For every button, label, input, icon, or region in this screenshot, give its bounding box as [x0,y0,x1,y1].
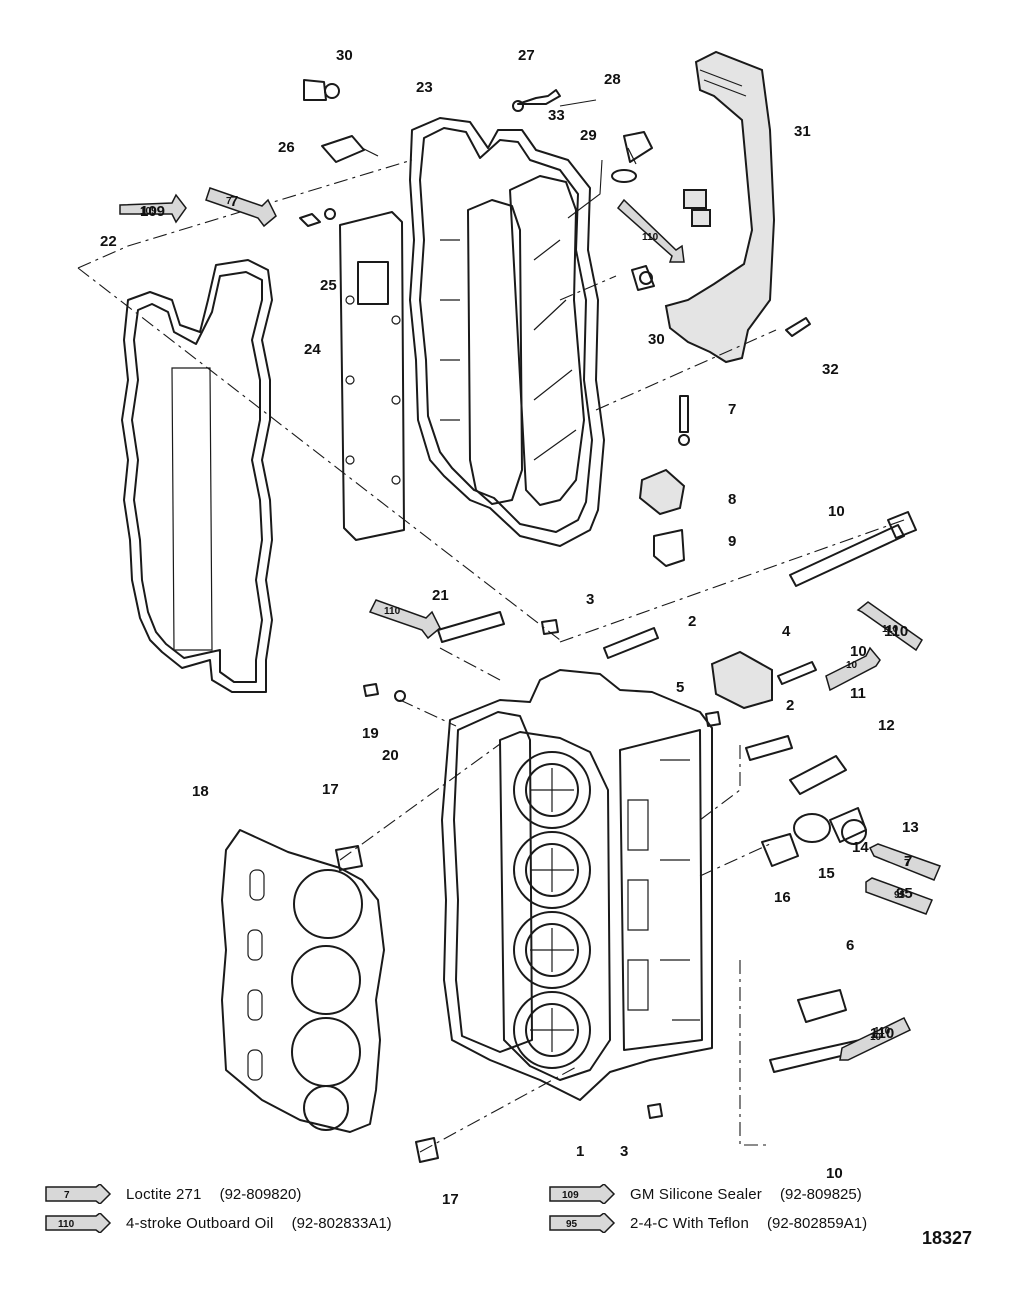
callout-label: 7 [728,401,736,418]
assembly-lines [77,99,905,1153]
callout-label: 17 [442,1191,459,1208]
callout-label: 9 [728,533,736,550]
tube-label: 110 [882,624,899,635]
legend-code: 7 [64,1190,70,1201]
callout-label: 6 [846,937,854,954]
sealant-tube: 109 [119,193,187,224]
callout-label: 29 [580,127,597,144]
callout-label: 14 [852,839,869,856]
diagram-id: 18327 [922,1228,973,1248]
components-right [335,511,917,1163]
sensor-assembly [638,395,690,567]
legend-row: 7 Loctite 271 (92-809820) [44,1184,301,1204]
tube-label: 110 [874,1026,891,1037]
callout-label: 23 [416,79,433,96]
callout-label: 30 [336,47,353,64]
tube-label: 10 [870,1032,882,1043]
callout-label: 30 [648,331,665,348]
legend-name: Loctite 271 [126,1185,202,1203]
legend-row: 109 GM Silicone Sealer (92-809825) [548,1184,862,1204]
sealant-tube: 95 [865,877,934,915]
callout-label: 31 [794,123,811,140]
bracket [664,50,776,364]
callout-label: 10 [826,1165,843,1182]
legend-name: GM Silicone Sealer [630,1185,762,1203]
sealant-tube-icon: 109 [549,1184,616,1204]
sealant-tube: 10 [839,1017,912,1061]
callout-label: 12 [878,717,895,734]
callout-label: 22 [100,233,117,250]
sealant-tube: 110 [368,599,441,640]
callout-label: 11 [850,685,866,702]
callout-label: 109 [140,203,165,220]
callout-label: 7 [904,853,912,870]
legend-part-number: (92-809820) [219,1185,302,1203]
sealant-tube: 110 [856,601,924,652]
callout-label: 5 [676,679,684,696]
callout-label: 7 [230,193,238,210]
callout-label: 8 [728,491,736,508]
sealant-tube: 10 [825,646,881,692]
legend-code: 110 [58,1219,75,1230]
callout-label: 10 [828,503,845,520]
legend-name: 2-4-C With Teflon [630,1214,749,1232]
legend-name: 4-stroke Outboard Oil [126,1214,274,1232]
callout-label: 2 [688,613,696,630]
tube-label: 10 [846,660,858,671]
callout-label: 1 [576,1143,584,1160]
tube-label: 7 [226,196,232,207]
sealant-tube-icon: 110 [45,1213,112,1233]
tube-label: 110 [384,606,401,617]
callout-label: 10 [850,643,867,660]
callout-label: 24 [304,341,321,358]
callout-label: 110 [884,623,908,640]
callout-label: 33 [548,107,565,124]
sealant-tube-icon: 7 [45,1184,112,1204]
valve-cover-gasket [121,259,273,693]
callout-label: 16 [774,889,791,906]
callout-label: 25 [320,277,337,294]
legend-part-number: (92-802859A1) [767,1214,868,1232]
sealant-tube-icon: 95 [549,1213,616,1233]
sealant-tubes: 109 7 110 110 10 110 10 7 [119,187,942,1061]
callout-label: 21 [432,587,449,604]
callout-label: 95 [896,885,913,902]
callout-label: 32 [822,361,839,378]
callout-label: 2 [786,697,794,714]
fastener-set-top [299,79,811,337]
tube-label: 7 [904,858,910,869]
legend-code: 109 [562,1190,579,1201]
sealant-tube: 7 [205,187,277,228]
callout-label: 3 [620,1143,628,1160]
cylinder-head-gasket [221,829,385,1133]
callout-label: 27 [518,47,535,64]
sealant-tube: 110 [874,1026,891,1037]
legend-row: 110 4-stroke Outboard Oil (92-802833A1) [44,1213,392,1233]
tube-label: 110 [642,232,659,243]
sealant-tube: 7 [868,843,942,881]
legend-row: 95 2-4-C With Teflon (92-802859A1) [548,1213,867,1233]
callout-label: 20 [382,747,399,764]
legend-part-number: (92-802833A1) [291,1214,392,1232]
callout-label: 4 [782,623,791,640]
callout-label: 19 [362,725,379,742]
callout-label: 18 [192,783,209,800]
callout-label: 15 [818,865,835,882]
callouts: 30 27 33 28 23 26 29 31 7 109 22 25 24 3… [100,47,919,1208]
callout-label: 17 [322,781,339,798]
sealant-tube: 110 [616,198,685,263]
callout-label: 3 [586,591,594,608]
callout-label: 26 [278,139,295,156]
cylinder-head [441,669,713,1101]
callout-label: 28 [604,71,621,88]
callout-label: 110 [870,1025,894,1042]
tube-label: 95 [894,890,906,901]
cover-plate [339,211,405,541]
legend-part-number: (92-809825) [780,1185,862,1203]
valve-cover [409,117,605,547]
legend-code: 95 [566,1219,578,1230]
tube-label: 109 [140,206,157,217]
callout-label: 13 [902,819,919,836]
